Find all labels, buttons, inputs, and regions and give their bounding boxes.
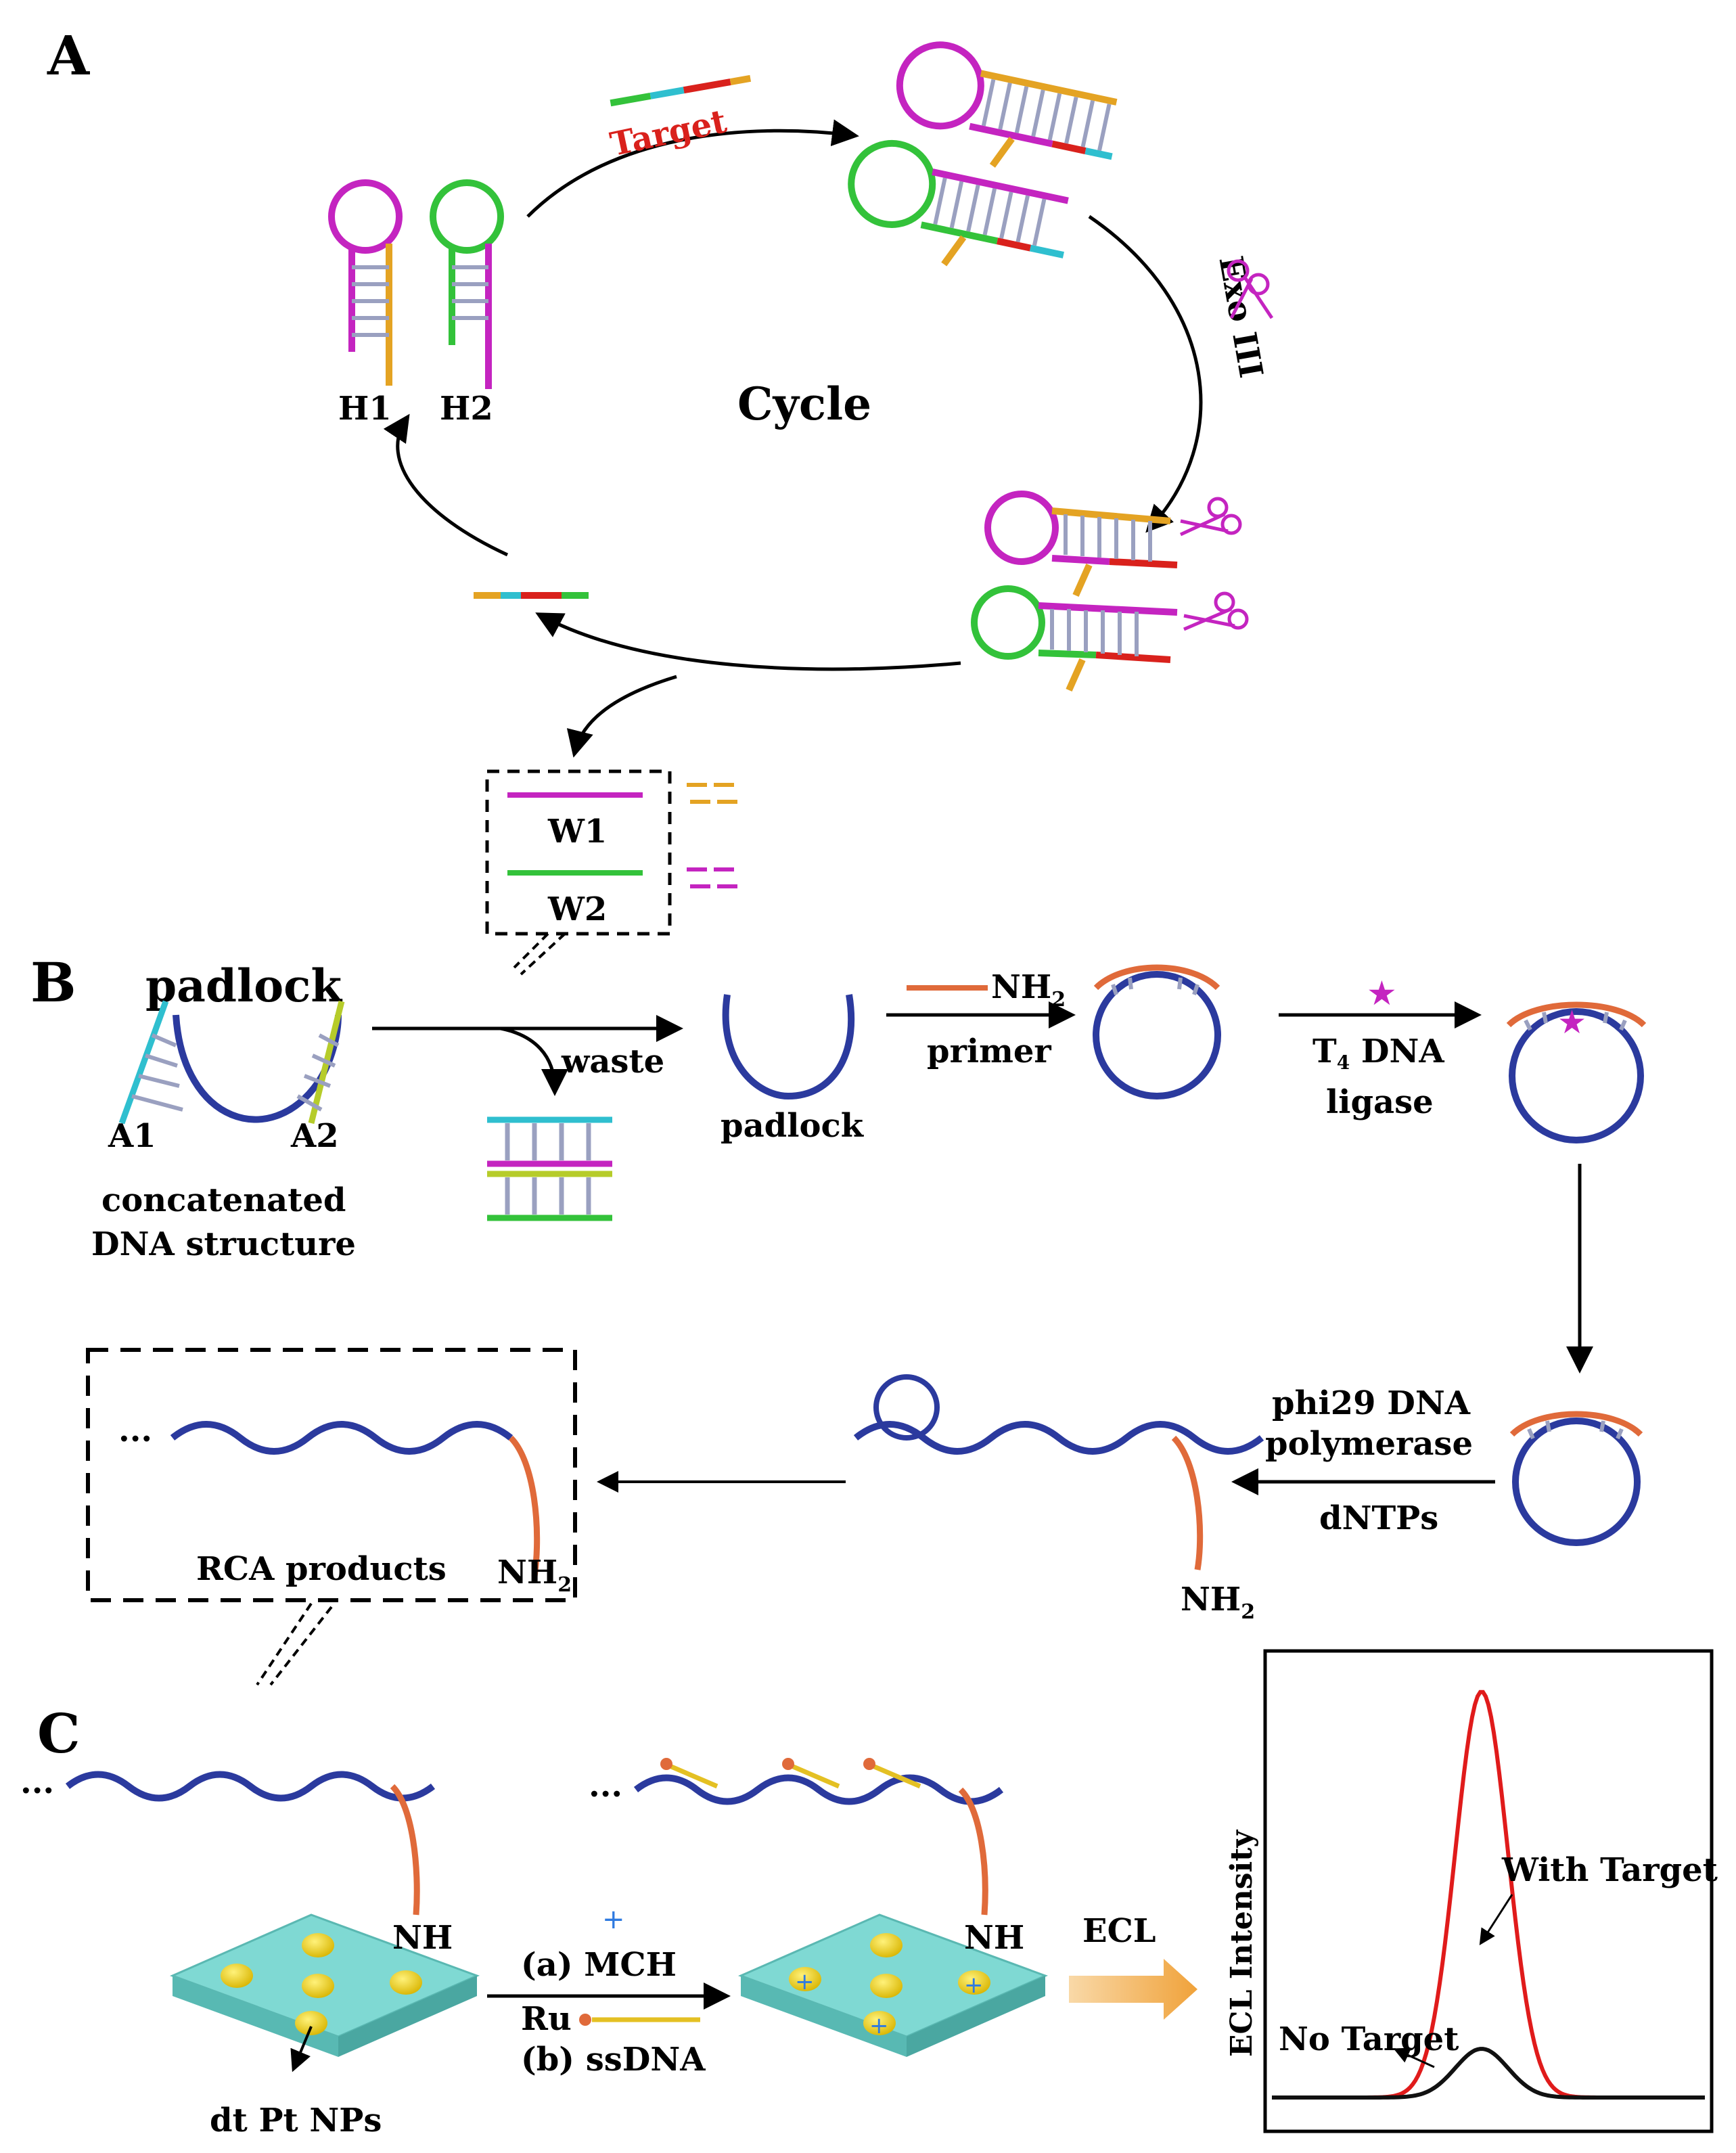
h2-target-complex bbox=[848, 139, 1069, 267]
h2-hairpin bbox=[430, 179, 504, 389]
padlock-primer-complex bbox=[1093, 964, 1221, 1100]
ru-label: Ru bbox=[521, 2000, 572, 2038]
rca-product-strand bbox=[170, 1421, 513, 1455]
hybridized-rca-strand bbox=[633, 1774, 1004, 1805]
products-nh2-label: NH2 bbox=[497, 1554, 572, 1597]
phi29-label-2: polymerase bbox=[1265, 1425, 1473, 1463]
nh-label-left: NH bbox=[392, 1919, 453, 1957]
legend-with-target: With Target bbox=[1501, 1851, 1718, 1889]
phi29-label-1: phi29 DNA bbox=[1272, 1384, 1471, 1422]
electrode-left bbox=[169, 1913, 480, 2057]
bound-rca-tail bbox=[390, 1784, 420, 1916]
concat-label-2: DNA structure bbox=[91, 1225, 356, 1263]
rca-in-progress bbox=[853, 1374, 1264, 1570]
cycle-arrow-bottom bbox=[535, 612, 961, 671]
dntps-label: dNTPs bbox=[1319, 1499, 1438, 1537]
fragment-orange bbox=[687, 783, 737, 804]
ssdna-label: (b) ssDNA bbox=[521, 2041, 706, 2079]
h2-label: H2 bbox=[440, 390, 493, 428]
products-pointer bbox=[256, 1602, 333, 1686]
cycle-label: Cycle bbox=[737, 378, 871, 430]
ecl-chart: ECL Intensity With Target No Target bbox=[1225, 1649, 1718, 2133]
w-box bbox=[485, 769, 672, 936]
primer-nh2-label: NH2 bbox=[991, 968, 1066, 1012]
star-icon: ★ bbox=[1557, 1003, 1586, 1041]
with-target-pointer bbox=[1479, 1894, 1513, 1946]
nh-label-right: NH bbox=[964, 1919, 1024, 1957]
rca-dots: ... bbox=[118, 1411, 152, 1449]
panel-b-label: B bbox=[30, 951, 76, 1014]
ligated-padlock: ★ bbox=[1506, 1001, 1647, 1143]
panel-a-label: A bbox=[47, 24, 90, 87]
legend-no-target: No Target bbox=[1279, 2020, 1459, 2058]
substrate-dots: ... bbox=[20, 1763, 54, 1801]
concatenated-dna bbox=[118, 1000, 345, 1125]
digested-complex-1 bbox=[984, 491, 1178, 597]
no-target-pointer bbox=[1393, 2047, 1435, 2068]
panel-c-label: C bbox=[37, 1702, 81, 1765]
scissors-icon bbox=[1179, 497, 1242, 537]
svg-text:+: + bbox=[869, 2012, 889, 2039]
exo-label: Exo III bbox=[1211, 253, 1270, 380]
pt-pointer bbox=[290, 2026, 313, 2072]
ecl-label: ECL bbox=[1082, 1912, 1156, 1950]
waste-label: waste bbox=[561, 1043, 664, 1081]
mch-label: (a) MCH bbox=[521, 1946, 677, 1984]
circular-template bbox=[1509, 1411, 1643, 1546]
a2-label: A2 bbox=[290, 1117, 339, 1155]
target-strand bbox=[610, 74, 752, 107]
digested-complex-2 bbox=[971, 585, 1178, 692]
target-label: Target bbox=[607, 102, 730, 164]
scissors-icon bbox=[1183, 591, 1249, 631]
svg-text:+: + bbox=[964, 1972, 984, 1999]
cycle-arrow-left bbox=[383, 413, 509, 557]
scissors-icon bbox=[1227, 259, 1274, 319]
star-icon: ★ bbox=[1367, 974, 1397, 1013]
plus-icon: + bbox=[602, 1904, 625, 1935]
w2-label: W2 bbox=[547, 890, 607, 928]
bound-rca-strand bbox=[65, 1771, 436, 1802]
cycle-arrow-right bbox=[1088, 214, 1203, 533]
h1-target-complex bbox=[896, 41, 1118, 168]
series-no-target bbox=[1272, 2047, 1705, 2100]
t4-ligase-label: T4 DNA bbox=[1312, 1033, 1444, 1074]
fragment-magenta bbox=[687, 867, 737, 888]
modified-dots: ... bbox=[589, 1767, 622, 1805]
padlock-label: padlock bbox=[721, 1107, 865, 1145]
w1-label: W1 bbox=[547, 813, 607, 851]
electrode-right: + + + bbox=[737, 1913, 1049, 2057]
hybridized-rca-tail bbox=[958, 1787, 988, 1916]
padlock-top-label: padlock bbox=[145, 959, 342, 1012]
svg-text:+: + bbox=[795, 1968, 815, 1995]
ligase-label: ligase bbox=[1326, 1083, 1434, 1121]
chart-ylabel: ECL Intensity bbox=[1225, 1829, 1259, 2057]
cycle-arrow-top bbox=[526, 119, 859, 218]
h1-hairpin bbox=[328, 179, 403, 386]
w-box-pointer bbox=[513, 932, 566, 976]
ru-probes bbox=[660, 1758, 921, 1789]
ru-tag bbox=[579, 2014, 591, 2026]
waste-release-arrow bbox=[566, 675, 677, 758]
pt-label: dt Pt NPs bbox=[210, 2102, 382, 2139]
rca-products-label: RCA products bbox=[196, 1550, 447, 1588]
ecl-arrow bbox=[1069, 1959, 1197, 2020]
rca-product-tail bbox=[508, 1435, 541, 1577]
h1-label: H1 bbox=[338, 390, 392, 428]
waste-duplexes bbox=[487, 1116, 612, 1221]
concat-label-1: concatenated bbox=[101, 1181, 346, 1219]
rca-products-box bbox=[86, 1348, 577, 1602]
a1-label: A1 bbox=[108, 1117, 156, 1155]
waste-arrow bbox=[500, 1026, 568, 1096]
padlock-probe bbox=[722, 994, 855, 1100]
primer-label: primer bbox=[927, 1033, 1051, 1070]
chart-frame bbox=[1263, 1649, 1714, 2133]
rca-nh2-label: NH2 bbox=[1181, 1581, 1255, 1624]
